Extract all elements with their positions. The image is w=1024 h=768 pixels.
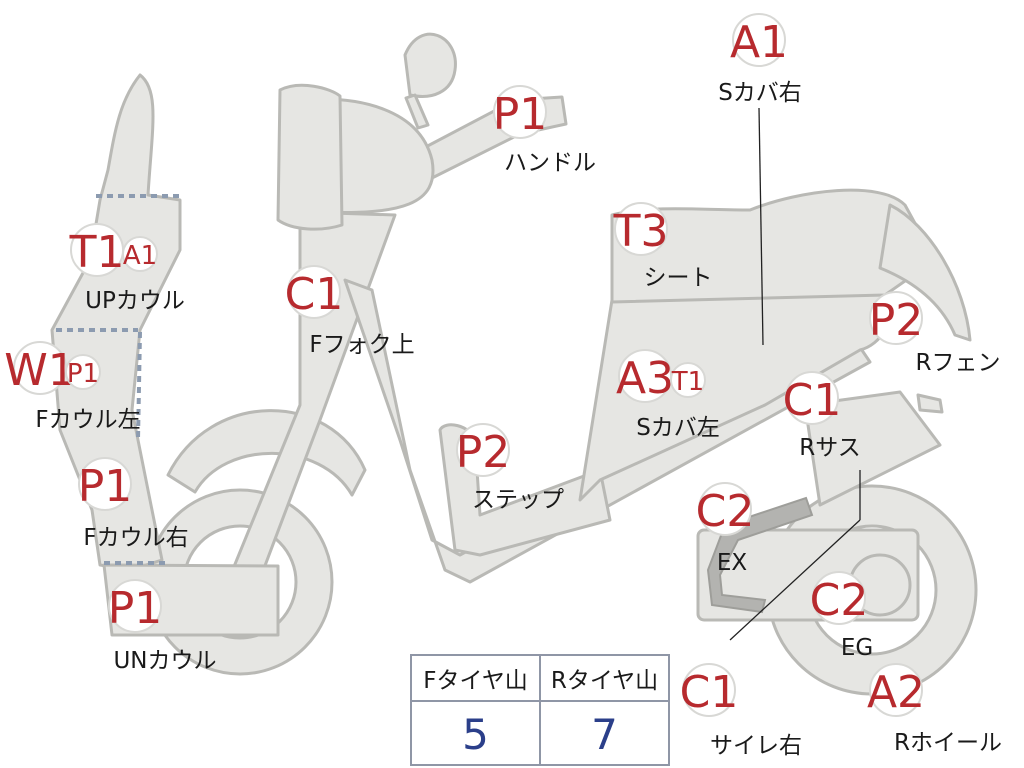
leader-r-suspension-b bbox=[729, 519, 861, 641]
part-f-fork-upper: C1 Fフォク上 bbox=[285, 265, 415, 358]
leader-s-cover-right bbox=[758, 107, 764, 346]
part-label: Sカバ右 bbox=[718, 80, 802, 106]
rear-shock-rod bbox=[916, 393, 944, 414]
part-label: サイレ右 bbox=[710, 733, 802, 759]
part-s-cover-right: A1 Sカバ右 bbox=[718, 13, 802, 106]
part-label: Sカバ左 bbox=[636, 415, 720, 441]
part-label: EX bbox=[717, 550, 748, 576]
grade-text: T1 bbox=[69, 227, 125, 278]
grade-badge bbox=[456, 423, 510, 477]
part-label: Rサス bbox=[799, 435, 861, 461]
part-r-wheel: A2 Rホイール bbox=[867, 663, 1002, 756]
front-tire-header: Fタイヤ山 bbox=[423, 668, 528, 694]
part-step: P2 ステップ bbox=[456, 423, 564, 513]
grade-text: W1 bbox=[4, 345, 76, 396]
part-label: シート bbox=[644, 265, 713, 291]
grade-text: P1 bbox=[493, 89, 548, 140]
sub-grade-text: A1 bbox=[123, 241, 157, 271]
sub-grade-text: P1 bbox=[67, 359, 99, 389]
part-label: UNカウル bbox=[113, 648, 216, 674]
rear-shock bbox=[803, 390, 942, 507]
tire-table-value-row: 5 7 bbox=[412, 702, 668, 766]
grade-text: A1 bbox=[730, 17, 788, 68]
grade-badge bbox=[869, 663, 923, 717]
part-handle: P1 ハンドル bbox=[493, 85, 596, 176]
leader-lines bbox=[729, 107, 861, 641]
grade-badge bbox=[785, 371, 839, 425]
grade-badge bbox=[614, 202, 668, 256]
part-label: Rフェン bbox=[916, 350, 1001, 376]
headlight bbox=[276, 83, 344, 231]
part-engine: C2 EG bbox=[810, 571, 873, 661]
grade-badge bbox=[869, 291, 923, 345]
part-label: Fカウル右 bbox=[83, 525, 188, 551]
grade-badge bbox=[682, 663, 736, 717]
part-s-cover-left: A3 T1 Sカバ左 bbox=[616, 349, 720, 441]
grade-text: P1 bbox=[78, 461, 133, 512]
grade-text: T3 bbox=[613, 206, 669, 257]
grade-badge bbox=[287, 265, 341, 319]
tire-table-header-row: Fタイヤ山 Rタイヤ山 bbox=[412, 656, 668, 702]
sub-grade-badge bbox=[670, 362, 706, 398]
part-f-cowl-right: P1 Fカウル右 bbox=[78, 457, 189, 551]
grade-text: C1 bbox=[783, 375, 842, 426]
part-up-cowl: T1 A1 UPカウル bbox=[69, 223, 185, 314]
grade-text: A3 bbox=[616, 353, 674, 404]
grade-text: P2 bbox=[869, 295, 924, 346]
part-label: ハンドル bbox=[504, 150, 596, 176]
sub-grade-text: T1 bbox=[671, 367, 704, 397]
grade-badge bbox=[732, 13, 786, 67]
rear-tail bbox=[878, 203, 972, 342]
grade-badge bbox=[78, 457, 132, 511]
part-label: EG bbox=[841, 635, 873, 661]
part-silencer-right: C1 サイレ右 bbox=[680, 663, 802, 759]
rear-tire-value: 7 bbox=[539, 702, 668, 766]
front-tire-value: 5 bbox=[462, 709, 489, 759]
cowl-guide-side bbox=[136, 331, 142, 441]
grade-badge bbox=[698, 482, 752, 536]
part-exhaust: C2 EX bbox=[696, 482, 755, 576]
part-label: Fカウル左 bbox=[35, 407, 140, 433]
grade-text: C1 bbox=[680, 667, 739, 718]
grade-text: C1 bbox=[285, 269, 344, 320]
grade-badge bbox=[108, 579, 162, 633]
grade-text: C2 bbox=[696, 486, 755, 537]
part-label: Fフォク上 bbox=[309, 332, 414, 358]
grade-badge bbox=[812, 571, 866, 625]
grade-text: A2 bbox=[867, 667, 925, 718]
mirror bbox=[403, 32, 457, 98]
part-f-cowl-left: W1 P1 Fカウル左 bbox=[4, 341, 141, 433]
grade-badge bbox=[493, 85, 547, 139]
part-r-suspension: C1 Rサス bbox=[783, 371, 861, 461]
sub-grade-badge bbox=[65, 354, 101, 390]
mirror-stem bbox=[404, 93, 430, 130]
rear-tire-header: Rタイヤ山 bbox=[539, 656, 668, 700]
part-r-fender: P2 Rフェン bbox=[869, 291, 1001, 376]
sub-grade-badge bbox=[122, 236, 158, 272]
grade-text: P1 bbox=[108, 583, 163, 634]
part-seat: T3 シート bbox=[613, 202, 713, 291]
part-label: ステップ bbox=[472, 487, 564, 513]
seat-cushion bbox=[610, 188, 937, 304]
tire-tread-table: Fタイヤ山 Rタイヤ山 5 7 bbox=[410, 654, 670, 766]
grade-text: P2 bbox=[456, 427, 511, 478]
part-un-cowl: P1 UNカウル bbox=[108, 579, 217, 674]
front-fender bbox=[166, 409, 367, 497]
part-label: UPカウル bbox=[85, 288, 185, 314]
grade-text: C2 bbox=[810, 575, 869, 626]
part-label: Rホイール bbox=[894, 730, 1002, 756]
